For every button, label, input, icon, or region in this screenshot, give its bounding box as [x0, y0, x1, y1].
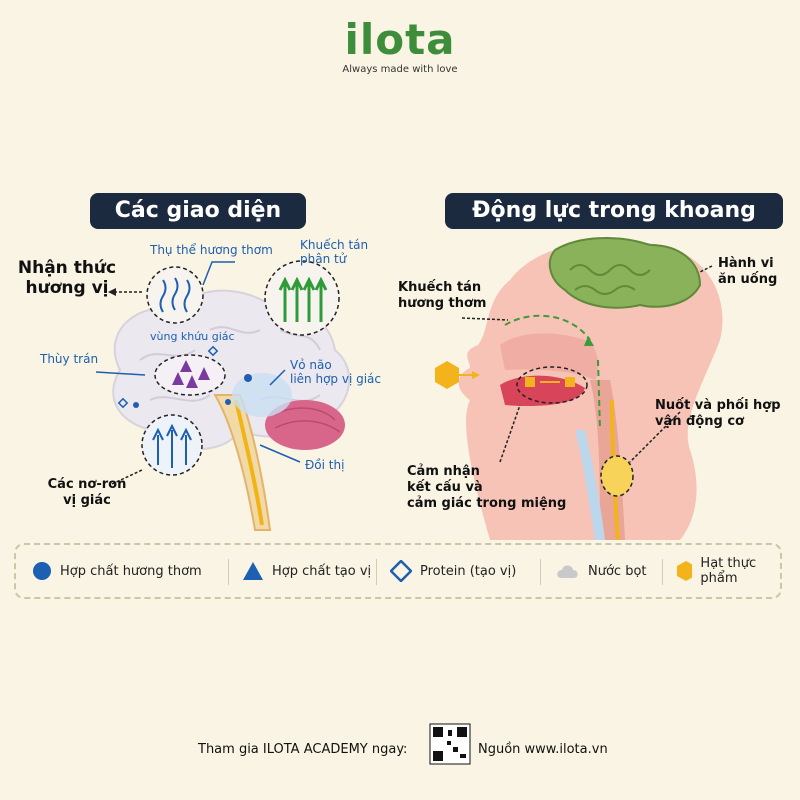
legend-divider [540, 559, 541, 585]
gustatory-cortex-label: Vỏ não liên hợp vị giác [290, 358, 382, 386]
legend-item-aroma: Hợp chất hương thơm [32, 545, 202, 597]
diamond-icon [390, 560, 412, 582]
legend-label: Hợp chất hương thơm [60, 563, 202, 579]
legend: Hợp chất hương thơm Hợp chất tạo vị Prot… [14, 543, 782, 599]
brand-name: ilota [344, 15, 456, 64]
molecular-diffusion-label: Khuếch tán phân tử [300, 238, 369, 266]
swallow-motor-label: Nuốt và phối hợp vận động cơ [655, 398, 781, 429]
legend-divider [376, 559, 377, 585]
footer-join: Tham gia ILOTA ACADEMY ngay: [198, 742, 408, 757]
legend-item-food: Hạt thực phẩm [676, 545, 780, 597]
legend-label: Protein (tạo vị) [420, 563, 517, 579]
triangle-icon [243, 562, 263, 580]
right-panel-title: Động lực trong khoang miệng [445, 193, 783, 259]
aroma-diffusion-label: Khuếch tán hương thơm [398, 280, 487, 311]
thalamus-label: Đồi thị [305, 458, 345, 472]
qr-code [429, 723, 471, 765]
legend-label: Hạt thực phẩm [700, 556, 757, 586]
frontal-lobe-label: Thùy trán [40, 352, 99, 366]
legend-divider [662, 559, 663, 585]
legend-label: Hợp chất tạo vị [272, 563, 372, 579]
cloud-icon [557, 565, 578, 578]
legend-divider [228, 559, 229, 585]
olfactory-area-label: vùng khứu giác [150, 330, 235, 343]
taste-neurons-label: Các nơ-ron vị giác [47, 477, 127, 508]
legend-label: Nước bọt [588, 563, 647, 579]
texture-sensation-label: Cảm nhận kết cấu và cảm giác trong miệng [407, 464, 567, 511]
flavor-perception-label: Nhận thức hương vị [17, 258, 117, 298]
legend-item-saliva: Nước bọt [556, 545, 647, 597]
olfactory-receptor-label: Thụ thể hương thơm [150, 243, 273, 257]
brain-illustration [95, 260, 351, 531]
circle-icon [33, 562, 51, 580]
head-illustration [435, 237, 723, 541]
left-panel-title: Các giao diện [90, 193, 306, 229]
legend-item-protein: Protein (tạo vị) [390, 545, 516, 597]
eating-behavior-label: Hành vi ăn uống [718, 256, 778, 287]
footer-source: Nguồn www.ilota.vn [478, 742, 608, 757]
brand-tagline: Always made with love [342, 64, 458, 75]
brand-logo: ilota Always made with love [0, 15, 800, 76]
hexagon-icon [677, 561, 693, 581]
legend-item-taste: Hợp chất tạo vị [242, 545, 371, 597]
